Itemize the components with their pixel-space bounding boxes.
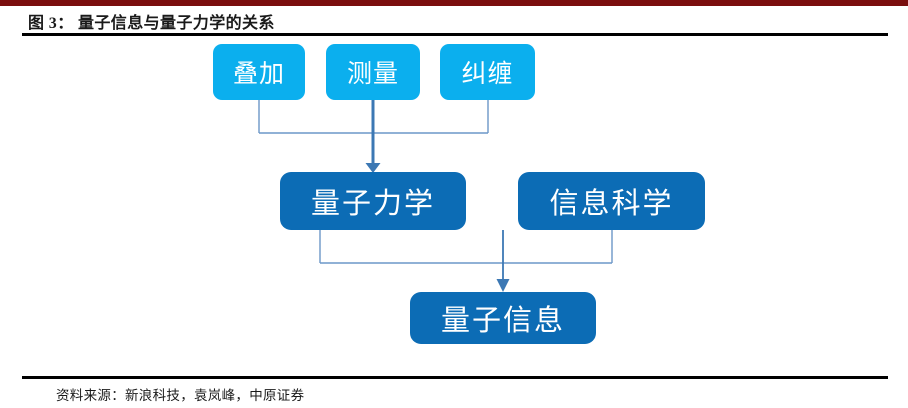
source-divider-rule: [22, 376, 888, 379]
arrow-into-quantum-mechanics: [365, 100, 381, 173]
node-entanglement-label: 纠缠: [461, 61, 514, 88]
node-measurement-label: 测量: [346, 61, 399, 88]
connector-layer: [258, 100, 613, 292]
node-quantum-information[interactable]: 量子信息: [410, 292, 596, 344]
node-quantum-information-label: 量子信息: [440, 305, 565, 337]
node-quantum-mechanics-label: 量子力学: [310, 188, 435, 220]
node-information-science[interactable]: 信息科学: [518, 172, 705, 230]
node-entanglement[interactable]: 纠缠: [440, 44, 535, 100]
node-information-science-label: 信息科学: [549, 188, 674, 220]
node-quantum-mechanics[interactable]: 量子力学: [280, 172, 466, 230]
diagram-canvas: 叠加 测量 纠缠 量子力学 信息科学 量子信息: [0, 36, 908, 366]
arrow-into-quantum-information: [496, 230, 510, 292]
title-divider-rule: [22, 33, 888, 36]
top-accent-rule: [0, 0, 908, 6]
node-superposition-label: 叠加: [232, 61, 285, 88]
figure-title: 图 3： 量子信息与量子力学的关系: [28, 15, 275, 32]
node-superposition[interactable]: 叠加: [213, 44, 305, 100]
node-measurement[interactable]: 测量: [326, 44, 420, 100]
source-note: 资料来源：新浪科技，袁岚峰，中原证券: [56, 388, 305, 403]
